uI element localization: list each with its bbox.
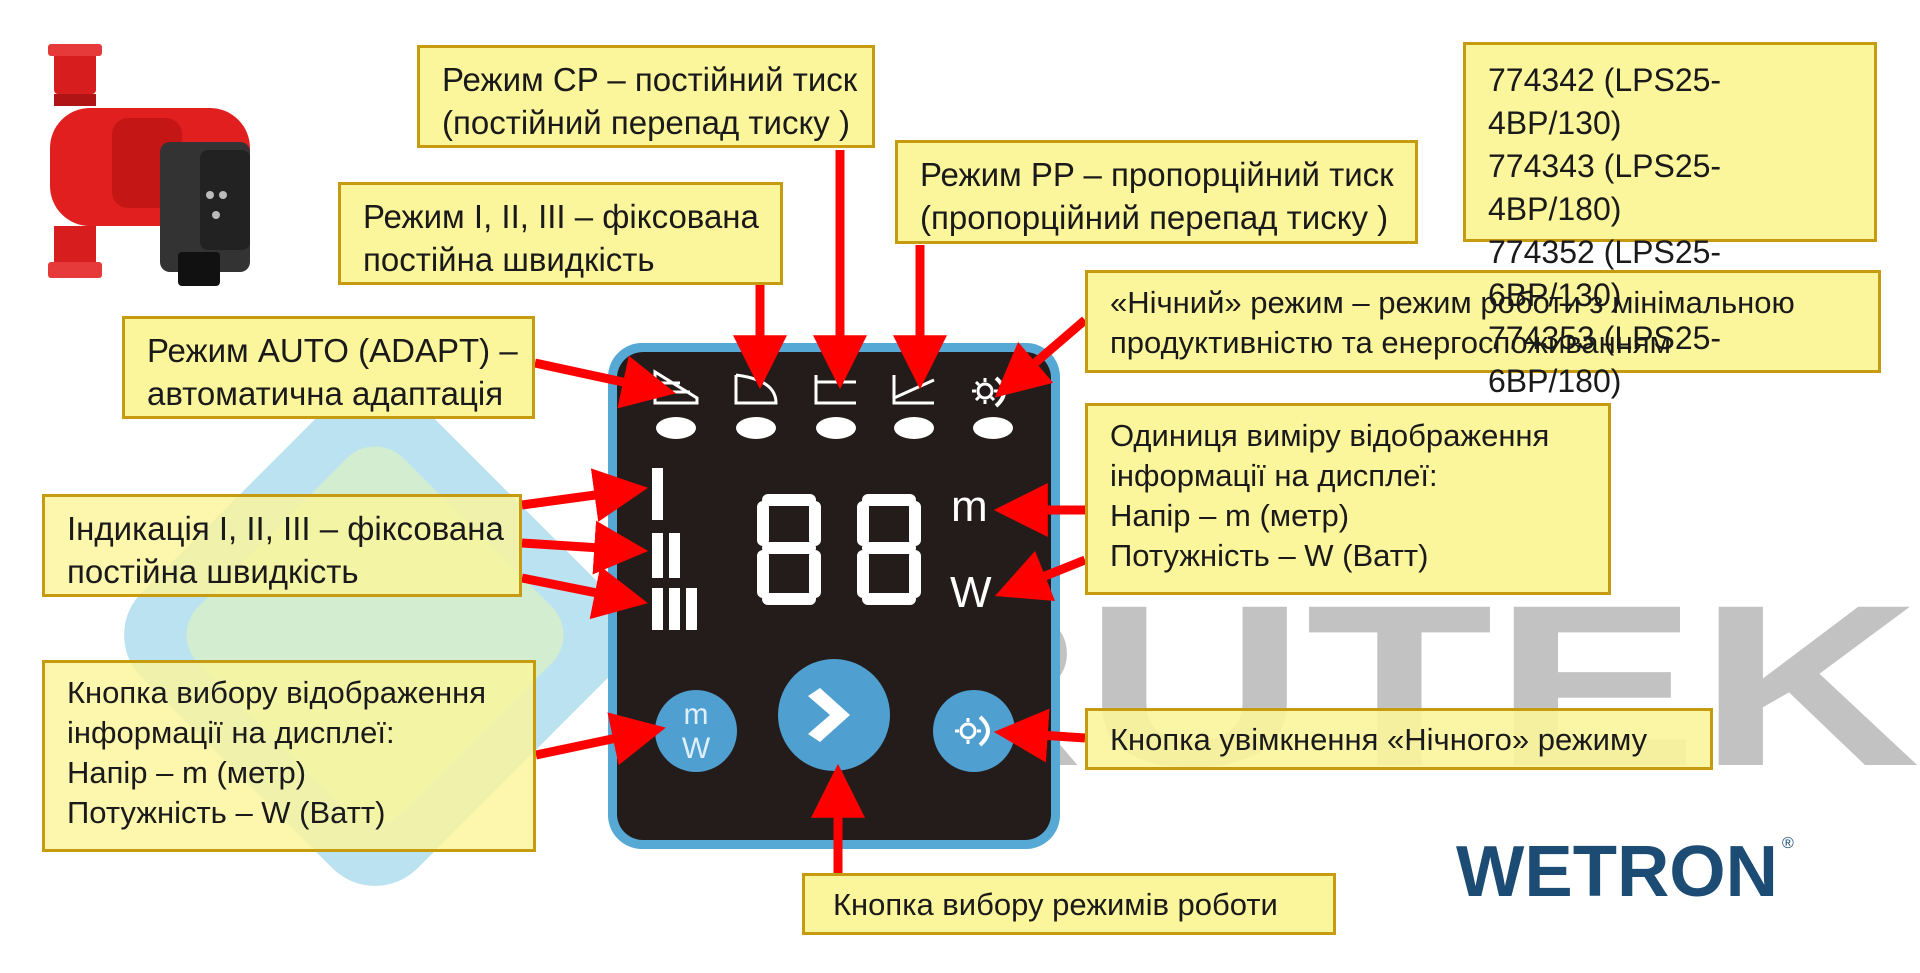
speed-bar-iii-2	[669, 588, 680, 630]
callout-auto-line-2: автоматична адаптація	[147, 375, 504, 412]
unit-w-label: W	[950, 568, 992, 617]
arrow-unit-w	[994, 550, 1087, 602]
display-select-button: m W	[655, 690, 737, 772]
callout-mode-button: Кнопка вибору режимів роботи	[802, 873, 1336, 935]
callout-speed-indication: Індикація I, II, III – фіксована постійн…	[42, 494, 522, 597]
callout-night-line-2: продуктивністю та енергоспоживанням	[1110, 325, 1671, 360]
pump-image	[48, 44, 250, 286]
callout-fixed-mode: Режим I, II, III – фіксована постійна шв…	[338, 182, 783, 285]
callout-display-button: Кнопка вибору відображення інформації на…	[42, 660, 536, 852]
speed-bar-i	[652, 468, 663, 520]
arrow-display-button	[535, 712, 666, 766]
digit-1	[757, 494, 821, 605]
callout-night-button-text: Кнопка увімкнення «Нічного» режиму	[1110, 722, 1648, 757]
speed-bar-ii-2	[669, 533, 680, 578]
callout-display-line-1: Кнопка вибору відображення	[67, 675, 487, 710]
callout-speed-line-1: Індикація I, II, III – фіксована	[67, 510, 504, 547]
arrow-speed-3	[521, 566, 648, 620]
callout-display-line-2: інформації на дисплеї:	[67, 715, 395, 750]
arrow-night	[994, 316, 1088, 398]
display-button-w: W	[682, 732, 711, 765]
arrow-night-button	[993, 708, 1086, 763]
speed-bar-iii-1	[652, 588, 663, 630]
callout-display-line-4: Потужність – W (Ватт)	[67, 795, 386, 830]
callout-auto-line-1: Режим AUTO (ADAPT) –	[147, 332, 518, 369]
callout-night-line-1: «Нічний» режим – режим роботи з мінімаль…	[1110, 285, 1795, 320]
arrow-auto	[534, 355, 676, 409]
mode-select-button	[778, 659, 890, 771]
model-list-box: 774342 (LPS25-4BP/130) 774343 (LPS25-4BP…	[1463, 42, 1877, 399]
callout-pp-line-1: Режим PP – пропорційний тиск	[920, 156, 1394, 193]
chevron-right-icon	[808, 688, 850, 742]
callout-mode-button-text: Кнопка вибору режимів роботи	[833, 887, 1278, 922]
callout-cp-mode: Режим CP – постійний тиск (постійний пер…	[417, 45, 875, 148]
callout-cp-line-1: Режим CP – постійний тиск	[442, 61, 858, 98]
model-item: 774343 (LPS25-4BP/180)	[1488, 148, 1722, 227]
callout-night-button: Кнопка увімкнення «Нічного» режиму	[1085, 708, 1713, 770]
digit-2	[857, 494, 921, 605]
callout-cp-line-2: (постійний перепад тиску )	[442, 104, 850, 141]
callout-arrows	[521, 150, 1088, 873]
seven-segment-display	[757, 494, 921, 605]
model-item: 774353 (LPS25-6BP/180)	[1488, 320, 1722, 399]
callout-units-line-4: Потужність – W (Ватт)	[1110, 538, 1429, 573]
unit-m-label: m	[951, 482, 988, 531]
arrow-speed-1	[521, 468, 649, 522]
callout-display-line-3: Напір – m (метр)	[67, 755, 307, 790]
callout-speed-line-2: постійна швидкість	[67, 553, 359, 590]
callout-units-line-2: інформації на дисплеї:	[1110, 458, 1438, 493]
brand-name: WETRON	[1456, 832, 1778, 912]
callout-night-mode: «Нічний» режим – режим роботи з мінімаль…	[1085, 270, 1881, 373]
callout-pp-line-2: (пропорційний перепад тиску )	[920, 199, 1389, 236]
callout-auto-mode: Режим AUTO (ADAPT) – автоматична адаптац…	[122, 316, 535, 419]
speed-bar-iii-3	[686, 588, 697, 630]
callout-fixed-line-2: постійна швидкість	[363, 241, 655, 278]
callout-units-line-1: Одиниця виміру відображення	[1110, 418, 1550, 453]
night-mode-button	[933, 690, 1015, 772]
model-item: 774342 (LPS25-4BP/130)	[1488, 62, 1722, 141]
speed-indicator-bars	[652, 468, 697, 630]
arrow-speed-2	[521, 520, 649, 575]
callout-fixed-line-1: Режим I, II, III – фіксована	[363, 198, 759, 235]
model-item: 774352 (LPS25-6BP/130)	[1488, 234, 1722, 313]
display-button-m: m	[684, 698, 709, 731]
brand-registered-mark: ®	[1782, 835, 1794, 852]
wetron-logo: WETRON ®	[1456, 832, 1794, 912]
callout-units-line-3: Напір – m (метр)	[1110, 498, 1350, 533]
callout-pp-mode: Режим PP – пропорційний тиск (пропорційн…	[895, 140, 1418, 244]
callout-units: Одиниця виміру відображення інформації н…	[1085, 403, 1611, 595]
speed-bar-ii-1	[652, 533, 663, 578]
